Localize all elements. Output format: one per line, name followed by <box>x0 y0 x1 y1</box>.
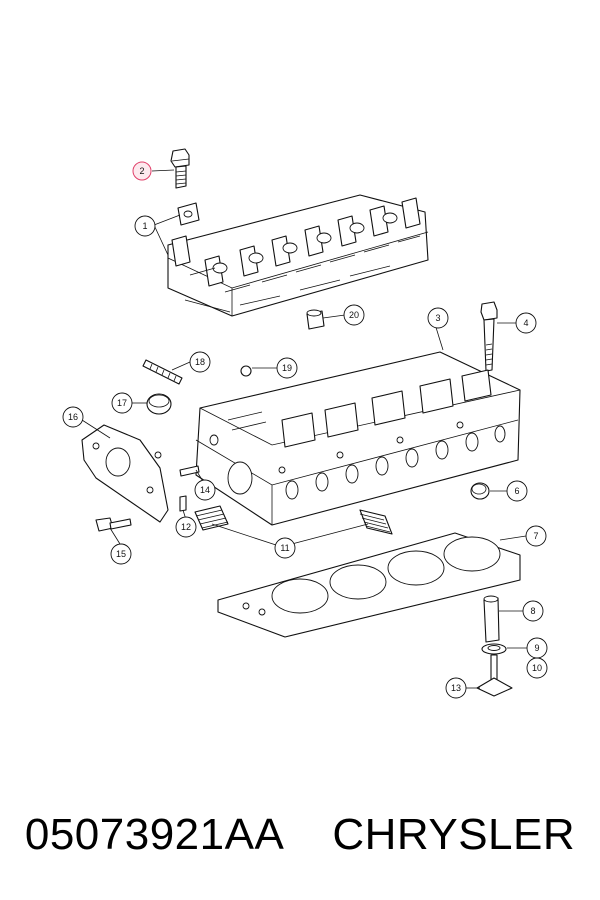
callout-17[interactable]: 17 <box>111 392 133 414</box>
leader-lines <box>81 169 528 689</box>
callout-19[interactable]: 19 <box>276 357 298 379</box>
part-number: 05073921AA <box>24 810 285 859</box>
svg-text:8: 8 <box>530 606 535 616</box>
callout-6[interactable]: 6 <box>506 480 528 502</box>
svg-text:4: 4 <box>523 318 528 328</box>
callout-20[interactable]: 20 <box>343 304 365 326</box>
pin-part-13 <box>179 495 187 512</box>
bolt-part-15 <box>95 517 132 532</box>
svg-text:11: 11 <box>280 543 289 553</box>
svg-text:2: 2 <box>139 166 144 176</box>
spring-part-12 <box>194 505 393 535</box>
svg-text:16: 16 <box>68 412 78 422</box>
callout-4[interactable]: 4 <box>515 312 537 334</box>
svg-text:18: 18 <box>195 357 205 367</box>
svg-text:9: 9 <box>534 643 539 653</box>
callout-8[interactable]: 8 <box>522 600 544 622</box>
valve-guide-part-8 <box>483 595 500 643</box>
callout-13[interactable]: 12 <box>175 516 197 538</box>
head-gasket-part-7 <box>217 532 521 638</box>
callout-1[interactable]: 1 <box>134 215 156 237</box>
callout-18[interactable]: 18 <box>189 351 211 373</box>
callout-16[interactable]: 16 <box>62 406 84 428</box>
svg-text:19: 19 <box>282 363 292 373</box>
cup-plug-part-6 <box>470 482 490 500</box>
cup-plug-part-17 <box>146 393 172 415</box>
callout-3[interactable]: 3 <box>427 307 449 329</box>
svg-text:14: 14 <box>200 485 210 495</box>
plug-part-20 <box>306 309 325 330</box>
cover-plate-part-16 <box>81 424 169 523</box>
o-ring-part-19 <box>240 365 252 377</box>
brand-name: CHRYSLER <box>332 810 576 859</box>
svg-text:15: 15 <box>116 549 126 559</box>
callout-14[interactable]: 14 <box>194 479 216 501</box>
bolt-part-2 <box>170 148 190 189</box>
cylinder-head-part-3 <box>195 351 521 526</box>
svg-text:1: 1 <box>142 221 147 231</box>
svg-text:20: 20 <box>349 310 359 320</box>
valve-seat-part-9 <box>481 643 507 655</box>
callout-12[interactable]: 11 <box>274 537 296 559</box>
callout-15[interactable]: 15 <box>110 543 132 565</box>
callout-2[interactable]: 2 <box>132 161 152 181</box>
svg-text:6: 6 <box>514 486 519 496</box>
svg-text:13: 13 <box>451 683 461 693</box>
svg-text:7: 7 <box>533 531 538 541</box>
head-bolt-part-4 <box>480 301 498 372</box>
exploded-parts-diagram: 2 1 20 3 4 18 19 17 16 14 12 15 <box>62 148 548 699</box>
svg-text:10: 10 <box>532 663 542 673</box>
svg-text:17: 17 <box>117 398 127 408</box>
callout-10[interactable]: 10 <box>526 657 548 679</box>
pin-part-14 <box>179 465 200 477</box>
callout-7[interactable]: 7 <box>525 525 547 547</box>
svg-text:3: 3 <box>435 313 440 323</box>
callout-11[interactable]: 13 <box>445 677 467 699</box>
part-caption: 05073921AA CHRYSLER <box>0 800 600 870</box>
camshaft-carrier-part-1 <box>167 194 429 317</box>
valve-part-11 <box>476 654 513 697</box>
callout-9[interactable]: 9 <box>526 637 548 659</box>
svg-text:12: 12 <box>181 522 191 532</box>
stud-part-18 <box>142 359 183 385</box>
callout-2-highlight <box>132 161 152 181</box>
